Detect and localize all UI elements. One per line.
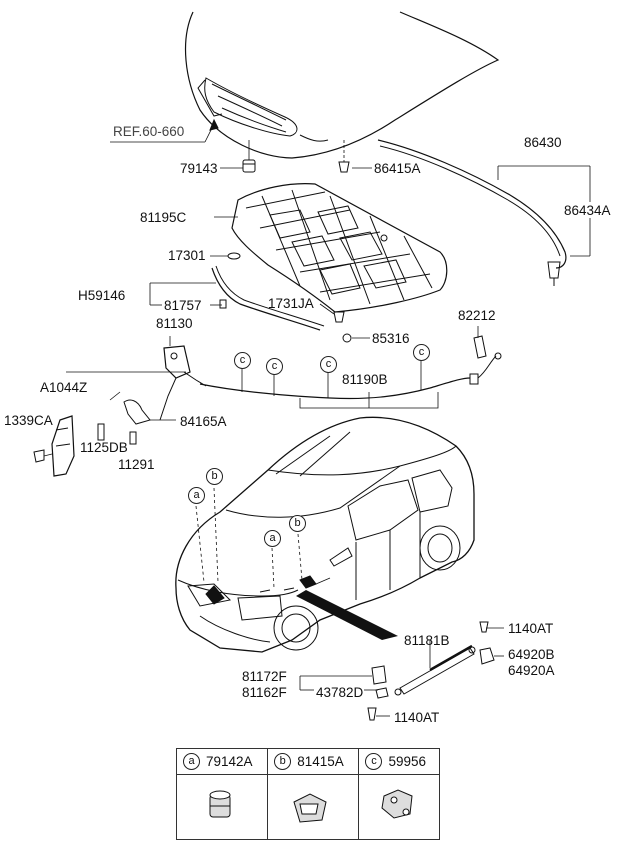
label-82212: 82212	[458, 308, 496, 323]
label-1731ja: 1731JA	[268, 296, 314, 311]
hood-insulator	[214, 183, 448, 313]
legend-letter-b: b	[274, 753, 292, 770]
label-81172f: 81172F	[242, 669, 287, 684]
release-lever	[33, 371, 186, 477]
label-ref: REF.60-660	[113, 124, 185, 139]
callout-c: c	[320, 356, 337, 373]
callout-b: b	[206, 468, 223, 485]
label-81162f: 81162F	[242, 685, 287, 700]
release-cable	[199, 326, 502, 409]
label-1140at-bottom: 1140AT	[394, 710, 440, 725]
legend-part-b: 81415A	[297, 754, 344, 769]
legend-part-a: 79142A	[206, 754, 253, 769]
label-17301: 17301	[168, 248, 206, 263]
legend-cell-a: a 79142A	[175, 748, 269, 775]
label-81130: 81130	[156, 316, 193, 331]
insulator-clip	[210, 252, 241, 260]
ref-arrow	[110, 118, 219, 143]
legend-image-a	[175, 774, 269, 840]
hood-seal	[149, 265, 325, 331]
callout-c: c	[413, 344, 430, 361]
legend-image-b	[267, 774, 360, 840]
bumper-grommets	[220, 140, 372, 173]
legend-table: a 79142A b 81415A c 59956	[175, 748, 440, 840]
label-81195c: 81195C	[140, 210, 187, 225]
label-h59146: H59146	[78, 288, 126, 303]
label-79143: 79143	[180, 161, 218, 176]
label-86434a: 86434A	[564, 203, 611, 218]
legend-letter-a: a	[183, 753, 200, 770]
legend-cell-b: b 81415A	[267, 748, 360, 775]
insulator-fasteners	[319, 303, 370, 343]
label-11291: 11291	[118, 457, 155, 472]
legend-cell-c: c 59956	[358, 748, 440, 775]
label-64920a: 64920A	[508, 663, 555, 678]
hood-lift-strut	[394, 621, 504, 696]
callout-a: a	[264, 530, 281, 547]
callout-a: a	[188, 487, 205, 504]
vehicle-illustration	[175, 416, 475, 653]
strut-bracket	[299, 665, 390, 721]
label-85316: 85316	[372, 331, 410, 346]
label-86415a: 86415A	[374, 161, 421, 176]
label-64920b: 64920B	[508, 647, 555, 662]
label-81181b: 81181B	[404, 633, 450, 648]
hood-latch	[159, 336, 207, 421]
legend-letter-c: c	[365, 753, 383, 770]
label-84165a: 84165A	[180, 414, 227, 429]
label-1339ca: 1339CA	[4, 413, 53, 428]
label-81757: 81757	[164, 298, 202, 313]
legend-image-c	[358, 774, 440, 840]
callout-b: b	[289, 515, 306, 532]
callout-c: c	[234, 352, 251, 369]
legend-part-c: 59956	[388, 754, 427, 769]
hood-panel	[184, 11, 500, 159]
label-1125db: 1125DB	[80, 440, 128, 455]
label-a1044z: A1044Z	[40, 380, 88, 395]
weatherstrip	[377, 139, 591, 286]
label-43782d: 43782D	[316, 685, 364, 700]
callout-c: c	[266, 358, 283, 375]
label-86430: 86430	[524, 135, 562, 150]
label-1140at-top: 1140AT	[508, 621, 554, 636]
label-81190b: 81190B	[342, 372, 388, 387]
